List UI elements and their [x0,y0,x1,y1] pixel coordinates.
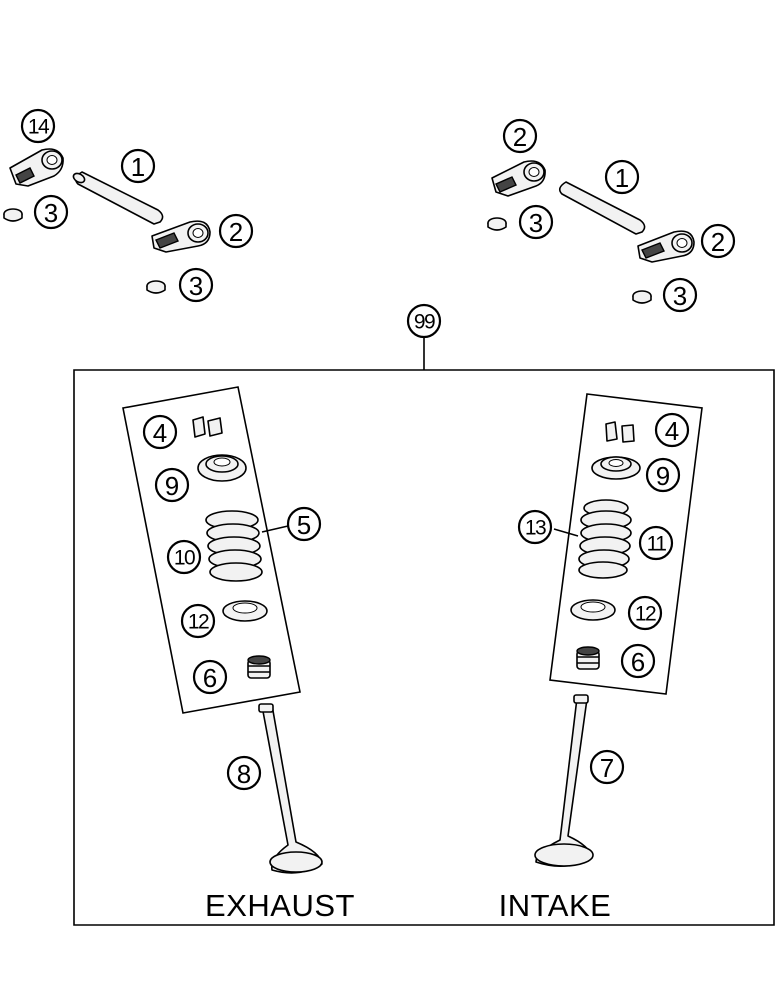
svg-text:13: 13 [525,517,546,540]
leader-13 [553,528,579,537]
svg-text:2: 2 [229,217,243,247]
spring-retainer-exhaust [197,454,247,482]
rocker-shaft-right [558,181,646,235]
valve-stem-seal-intake [576,646,600,670]
rocker-arm-right-top-2 [491,160,546,197]
callout-exhaust-12: 12 [180,603,216,639]
callout-exhaust-5: 5 [286,506,322,542]
callout-exhaust-6: 6 [192,659,228,695]
shim-left-b [146,280,166,294]
rocker-arm-right-2 [637,230,695,263]
exhaust-label: EXHAUST [205,888,355,923]
valve-spring-exhaust [205,510,263,582]
shim-right-b [632,290,652,304]
intake-parts-panel [549,393,703,695]
rocker-arm-left-14 [9,148,64,187]
callout-3-right-a: 3 [518,204,554,240]
svg-text:3: 3 [673,281,687,311]
callout-14: 14 [20,108,56,144]
svg-text:99: 99 [414,311,435,334]
callout-2-right-top: 2 [502,118,538,154]
callout-intake-13: 13 [517,509,553,545]
exhaust-valve [258,703,323,874]
svg-text:6: 6 [203,663,217,693]
svg-text:2: 2 [513,122,527,152]
svg-text:4: 4 [153,418,167,448]
callout-2-right: 2 [700,223,736,259]
callout-2-left: 2 [218,213,254,249]
svg-text:14: 14 [28,116,50,139]
shim-right-a [487,217,507,231]
callout-intake-9: 9 [645,457,681,493]
callout-intake-4: 4 [654,412,690,448]
callout-intake-7: 7 [589,749,625,785]
intake-label: INTAKE [499,888,612,923]
svg-text:9: 9 [165,471,179,501]
spring-seat-intake [570,599,616,621]
svg-text:3: 3 [189,271,203,301]
callout-intake-6: 6 [620,643,656,679]
exhaust-parts-panel [122,386,301,714]
callout-exhaust-10: 10 [166,539,202,575]
leader-5 [261,525,289,533]
svg-text:8: 8 [237,759,251,789]
callout-exhaust-4: 4 [142,414,178,450]
svg-text:4: 4 [665,416,679,446]
svg-text:10: 10 [174,547,195,570]
callout-99: 99 [406,303,442,339]
svg-text:9: 9 [656,461,670,491]
svg-text:1: 1 [131,152,145,182]
intake-valve [534,694,594,867]
svg-text:1: 1 [615,163,629,193]
shim-left-a [3,208,23,222]
callout-exhaust-8: 8 [226,755,262,791]
svg-text:12: 12 [635,603,656,626]
svg-text:3: 3 [529,208,543,238]
valve-stem-seal-exhaust [247,655,271,679]
svg-text:2: 2 [711,227,725,257]
valve-spring-intake [578,499,632,579]
spring-seat-exhaust [222,600,268,622]
spring-retainer-intake [591,456,641,480]
valve-keeper-intake [605,421,635,443]
callout-1-left: 1 [120,148,156,184]
callout-3-left-b: 3 [178,267,214,303]
svg-text:5: 5 [297,510,311,540]
callout-1-right: 1 [604,159,640,195]
callout-exhaust-9: 9 [154,467,190,503]
svg-text:6: 6 [631,647,645,677]
svg-text:11: 11 [647,533,667,556]
callout-3-right-b: 3 [662,277,698,313]
valve-keeper-exhaust [192,416,223,438]
svg-text:7: 7 [600,753,614,783]
rocker-arm-left-2 [151,220,211,253]
svg-text:12: 12 [188,611,209,634]
callout-intake-11: 11 [638,525,674,561]
rocker-shaft-left [72,171,164,225]
callout-intake-12: 12 [627,595,663,631]
callout-3-left-a: 3 [33,194,69,230]
svg-text:3: 3 [44,198,58,228]
assembly-frame-99 [73,338,775,926]
